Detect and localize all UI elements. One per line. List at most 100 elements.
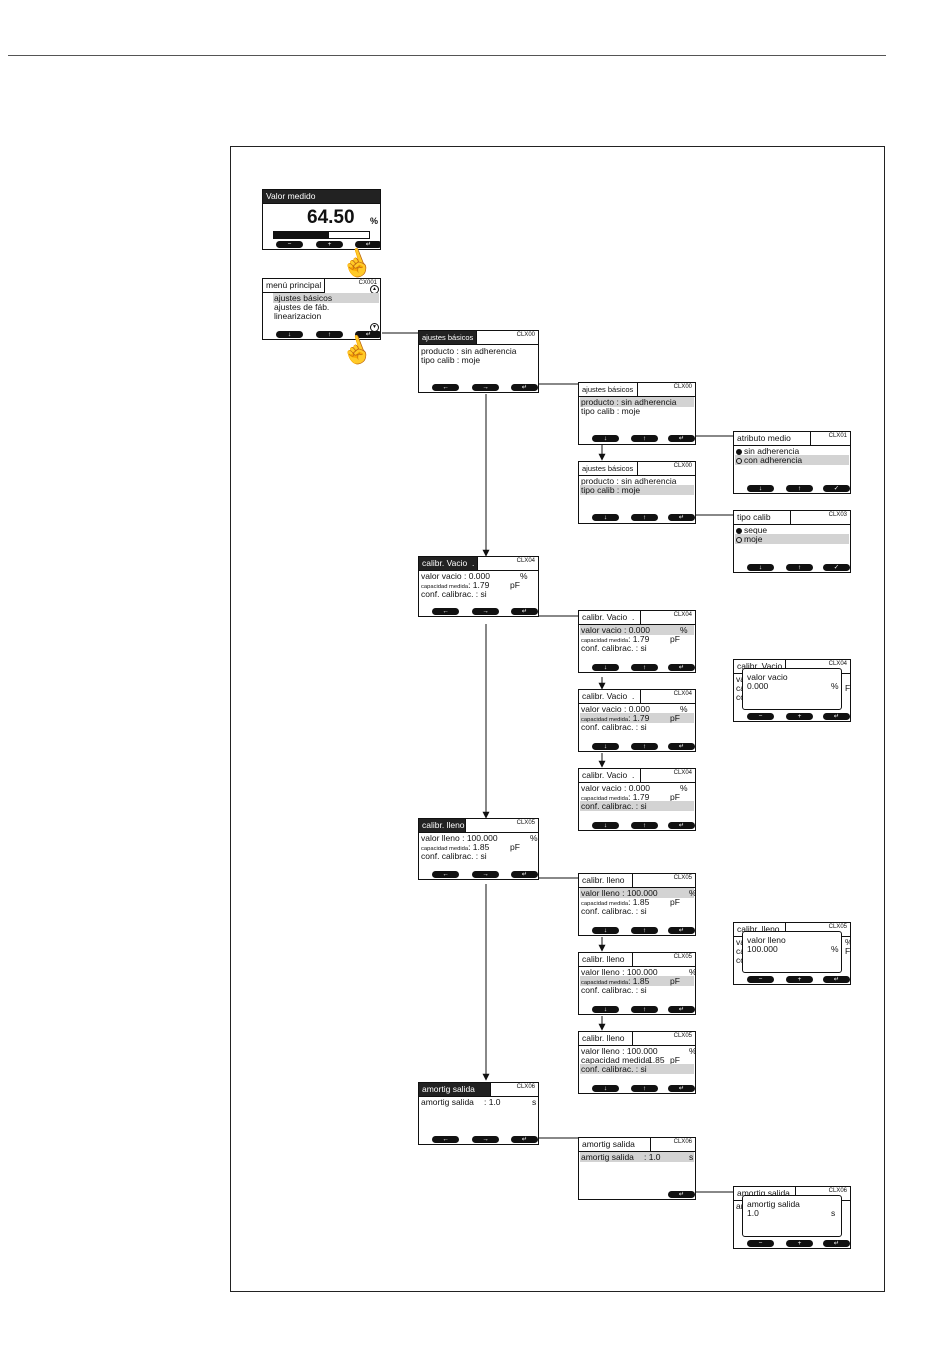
row-valor-lleno[interactable]: valor lleno : 100.000% (581, 1046, 696, 1056)
minus-button[interactable]: − (276, 241, 303, 248)
up-button[interactable]: ↑ (786, 485, 813, 492)
enter-button[interactable]: ↵ (668, 1085, 695, 1092)
enter-button[interactable]: ↵ (823, 713, 850, 720)
screen-code: CLX03 (828, 512, 847, 518)
row-valor-vacio[interactable]: valor vacio : 0.000% (580, 625, 694, 635)
dialog-value[interactable]: 1.0 (747, 1208, 759, 1218)
left-button[interactable]: ← (432, 608, 459, 615)
dialog-label: amortig salida (747, 1199, 800, 1209)
plus-button[interactable]: + (316, 241, 343, 248)
option-moje[interactable]: moje (735, 534, 849, 544)
enter-button[interactable]: ↵ (823, 1240, 850, 1247)
screen-code: CLX04 (673, 691, 692, 697)
up-button[interactable]: ↑ (631, 435, 658, 442)
plus-button[interactable]: + (786, 976, 813, 983)
plus-button[interactable]: + (786, 713, 813, 720)
down-button[interactable]: ↓ (276, 331, 303, 338)
down-button[interactable]: ↓ (747, 485, 774, 492)
enter-button[interactable]: ↵ (511, 871, 538, 878)
enter-button[interactable]: ↵ (511, 384, 538, 391)
enter-button[interactable]: ↵ (511, 1136, 538, 1143)
screen-code: CLX01 (828, 433, 847, 439)
row-conf-calibrac[interactable]: conf. calibrac. : si (581, 906, 647, 916)
enter-button[interactable]: ↵ (355, 241, 380, 248)
option-con-adherencia[interactable]: con adherencia (735, 455, 849, 465)
up-button[interactable]: ↑ (631, 927, 658, 934)
row-conf-calibrac[interactable]: conf. calibrac. : si (581, 985, 647, 995)
up-button[interactable]: ↑ (631, 743, 658, 750)
row-producto[interactable]: producto : sin adherencia (581, 476, 677, 486)
measured-value: 64.50 (307, 207, 355, 228)
down-button[interactable]: ↓ (592, 664, 619, 671)
up-button[interactable]: ↑ (316, 331, 343, 338)
row-valor-vacio[interactable]: valor vacio : 0.000% (581, 704, 688, 714)
up-button[interactable]: ↑ (631, 1006, 658, 1013)
enter-button[interactable]: ↵ (668, 822, 695, 829)
row-producto[interactable]: producto : sin adherencia (580, 397, 694, 407)
enter-button[interactable]: ↵ (355, 331, 380, 338)
plus-button[interactable]: + (786, 1240, 813, 1247)
row-valor-lleno[interactable]: valor lleno : 100.000% (580, 888, 696, 898)
dialog-value[interactable]: 0.000 (747, 681, 769, 691)
up-button[interactable]: ↑ (631, 664, 658, 671)
screen-code: CLX05 (673, 875, 692, 881)
up-button[interactable]: ↑ (631, 514, 658, 521)
down-button[interactable]: ↓ (592, 514, 619, 521)
enter-button[interactable]: ↵ (668, 664, 695, 671)
enter-button[interactable]: ↵ (668, 1191, 695, 1198)
up-button[interactable]: ↑ (631, 1085, 658, 1092)
row-tipo-calib[interactable]: tipo calib : moje (581, 406, 641, 416)
menu-item-ajustes-basicos[interactable]: ajustes básicos (273, 293, 379, 303)
down-button[interactable]: ↓ (592, 435, 619, 442)
row-valor-vacio[interactable]: valor vacio : 0.000% (581, 783, 688, 793)
minus-button[interactable]: − (747, 976, 774, 983)
enter-button[interactable]: ↵ (668, 435, 695, 442)
right-button[interactable]: → (472, 608, 499, 615)
dialog-unit: % (831, 681, 839, 691)
option-sin-adherencia[interactable]: sin adherencia (735, 446, 849, 456)
left-button[interactable]: ← (432, 1136, 459, 1143)
down-button[interactable]: ↓ (592, 1085, 619, 1092)
confirm-button[interactable]: ✓ (823, 485, 850, 492)
enter-button[interactable]: ↵ (511, 608, 538, 615)
left-button[interactable]: ← (432, 871, 459, 878)
down-button[interactable]: ↓ (592, 822, 619, 829)
up-button[interactable]: ↑ (786, 564, 813, 571)
down-button[interactable]: ↓ (592, 743, 619, 750)
row-valor-lleno[interactable]: valor lleno : 100.000% (581, 967, 696, 977)
confirm-button[interactable]: ✓ (823, 564, 850, 571)
row-conf-calibrac[interactable]: conf. calibrac. : si (581, 643, 647, 653)
dialog-value[interactable]: 100.000 (747, 944, 778, 954)
enter-button[interactable]: ↵ (823, 976, 850, 983)
down-button[interactable]: ↓ (592, 1006, 619, 1013)
minus-button[interactable]: − (747, 1240, 774, 1247)
menu-item-ajustes-fab[interactable]: ajustes de fáb. (274, 302, 330, 312)
enter-button[interactable]: ↵ (668, 1006, 695, 1013)
row-tipo-calib[interactable]: tipo calib : moje (580, 485, 694, 495)
row-conf-calibrac[interactable]: conf. calibrac. : si (580, 801, 694, 811)
menu-item-linearizacion[interactable]: linearizacion (274, 311, 322, 321)
up-button[interactable]: ↑ (631, 822, 658, 829)
left-button[interactable]: ← (432, 384, 459, 391)
right-button[interactable]: → (472, 384, 499, 391)
minus-button[interactable]: − (747, 713, 774, 720)
enter-button[interactable]: ↵ (668, 743, 695, 750)
right-button[interactable]: → (472, 1136, 499, 1143)
down-button[interactable]: ↓ (592, 927, 619, 934)
row-conf-calibrac[interactable]: conf. calibrac. : si (580, 1064, 694, 1074)
option-seque[interactable]: seque (735, 525, 849, 535)
right-button[interactable]: → (472, 871, 499, 878)
row-conf-calibrac[interactable]: conf. calibrac. : si (581, 722, 647, 732)
enter-button[interactable]: ↵ (668, 927, 695, 934)
row-valor-lleno: valor lleno : 100.000% (421, 833, 538, 843)
down-button[interactable]: ↓ (747, 564, 774, 571)
enter-button[interactable]: ↵ (668, 514, 695, 521)
